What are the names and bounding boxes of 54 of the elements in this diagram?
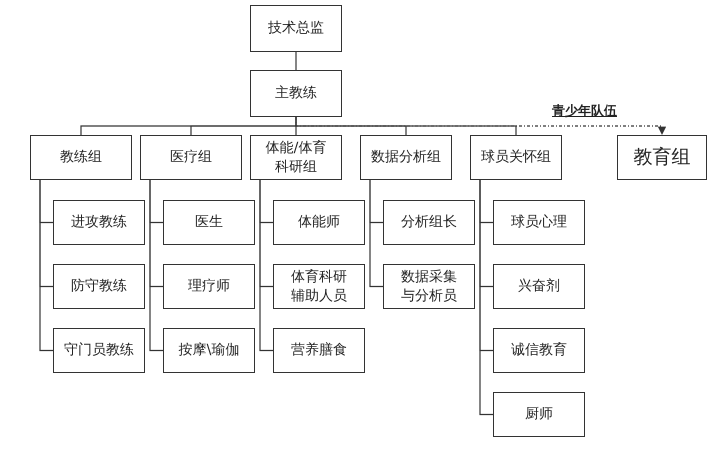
org-box	[163, 328, 255, 373]
org-box	[360, 135, 452, 180]
org-box	[383, 200, 475, 245]
box-label: 医生	[195, 213, 223, 232]
box-label: 教练组	[60, 148, 102, 167]
org-box	[493, 264, 585, 309]
box-label: 营养膳食	[291, 341, 347, 360]
org-box	[250, 70, 342, 117]
org-box	[250, 135, 342, 180]
org-box	[250, 5, 342, 52]
org-box	[493, 328, 585, 373]
connector-line	[295, 117, 517, 135]
connector-line	[39, 180, 53, 352]
org-box	[493, 392, 585, 437]
box-label: 按摩\瑜伽	[178, 341, 240, 360]
box-label: 技术总监	[268, 19, 324, 38]
connector-line	[369, 180, 383, 288]
box-label: 进攻教练	[71, 213, 127, 232]
org-box	[53, 264, 145, 309]
org-box	[53, 328, 145, 373]
box-label: 数据采集与分析员	[400, 268, 458, 306]
org-box	[30, 135, 132, 180]
org-box	[493, 200, 585, 245]
org-box	[163, 200, 255, 245]
connector-line	[259, 180, 273, 352]
org-box	[273, 264, 365, 309]
org-box	[617, 135, 707, 180]
connector-line	[295, 52, 297, 70]
org-box	[470, 135, 562, 180]
box-label: 教育组	[634, 144, 690, 170]
box-label: 诚信教育	[511, 341, 567, 360]
box-label: 主教练	[275, 84, 317, 103]
box-label: 守门员教练	[64, 341, 134, 360]
box-label: 球员心理	[511, 213, 567, 232]
org-box	[53, 200, 145, 245]
box-label: 体育科研辅助人员	[290, 268, 348, 306]
box-label: 体能/体育科研组	[264, 138, 328, 176]
org-box	[273, 200, 365, 245]
org-box	[383, 264, 475, 309]
box-label: 分析组长	[401, 213, 457, 232]
box-label: 厨师	[525, 405, 553, 424]
org-box	[273, 328, 365, 373]
box-label: 医疗组	[170, 148, 212, 167]
box-label: 数据分析组	[371, 148, 441, 167]
connector-line	[149, 180, 163, 352]
box-label: 球员关怀组	[481, 148, 551, 167]
connector-line	[479, 180, 493, 416]
box-label: 体能师	[298, 213, 340, 232]
org-box	[163, 264, 255, 309]
org-box	[140, 135, 242, 180]
edge-label: 青少年队伍	[552, 102, 617, 120]
box-label: 兴奋剂	[518, 277, 560, 296]
box-label: 防守教练	[71, 277, 127, 296]
box-label: 理疗师	[188, 277, 230, 296]
